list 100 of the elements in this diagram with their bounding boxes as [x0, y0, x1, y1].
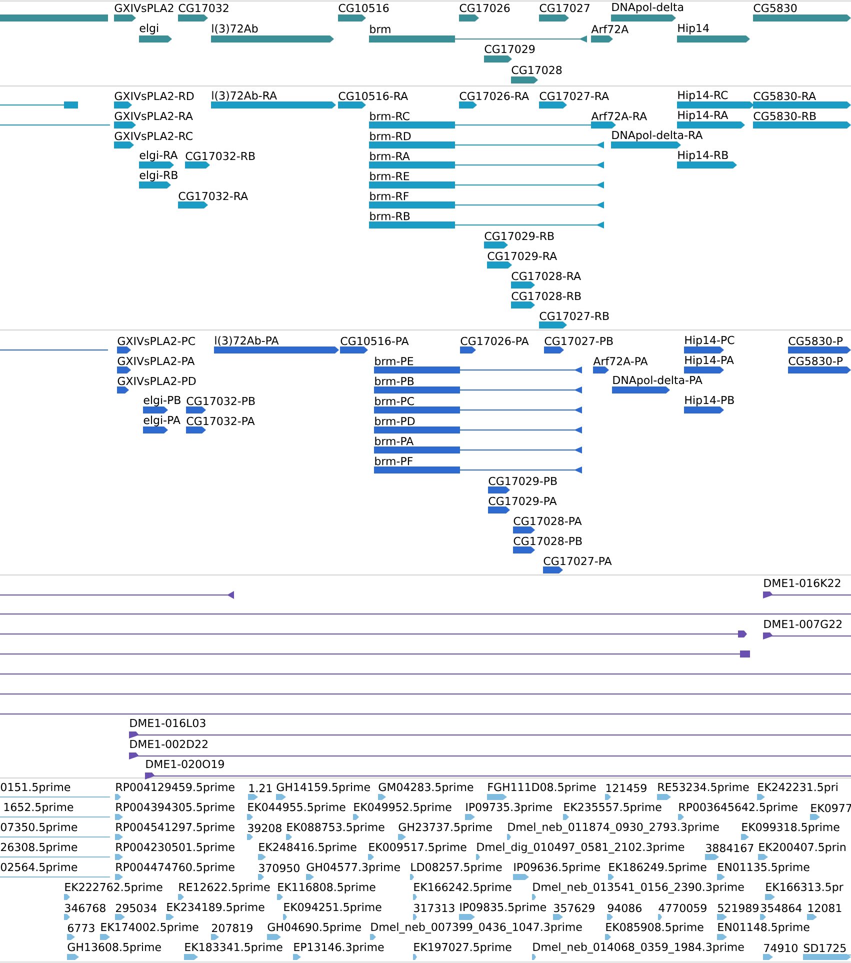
track-label: EK197027.5prime: [414, 942, 512, 954]
track-label: l(3)72Ab-RA: [212, 91, 277, 101]
track-label: RP004394305.5prime: [116, 802, 234, 814]
track-label: brm-PF: [375, 456, 413, 466]
track-label: GXIVsPLA2-RA: [114, 112, 193, 120]
track-label: Hip14-PA: [685, 356, 734, 366]
track-label: CG17028-RB: [512, 292, 581, 300]
track-label: CG17027-RB: [540, 312, 609, 320]
track-label: DNApol-delta-RA: [612, 130, 703, 142]
track-label: RP003645642.5prime: [679, 802, 798, 814]
track-label: EK234189.5prime: [167, 902, 264, 914]
track-label: CG5830-RB: [754, 112, 816, 120]
track-label: 295034: [116, 904, 157, 912]
track-label: EK116808.5prime: [278, 882, 376, 894]
track-label: EK174002.5prime: [101, 922, 198, 934]
track-label: elgi-RB: [140, 170, 178, 182]
track-label: Arf72A-PA: [593, 356, 648, 366]
track-label: brm-RB: [370, 212, 410, 220]
track-label: Dmel_neb_011874_0930_2793.3prime: [508, 822, 719, 834]
track-label: GXIVsPLA2-RC: [114, 132, 192, 140]
track-label: EK166242.5prime: [414, 882, 512, 894]
track-label: DNApol-delta-PA: [613, 376, 702, 386]
track-label: CG17029: [484, 44, 535, 54]
track-label: 207819: [212, 924, 252, 932]
track-label: CG17026: [460, 4, 510, 12]
track-label: Dmel_neb_007399_0436_1047.3prime: [371, 922, 582, 934]
track-label: EK222762.5prime: [65, 882, 162, 894]
track-label: CG17032-PA: [186, 416, 255, 426]
track-label: CG17026-RA: [460, 92, 529, 100]
track-label: elgi: [140, 24, 158, 34]
track-label: GXIVsPLA2-PD: [118, 376, 196, 386]
track-label: 07350.5prime: [0, 822, 78, 834]
track-label: brm-PD: [375, 416, 415, 426]
track-label: 1652.5prime: [4, 802, 74, 814]
track-label: EK088753.5prime: [287, 822, 384, 834]
track-label: Hip14-RB: [678, 150, 728, 162]
track-label: CG17032-RB: [186, 152, 255, 160]
track-label: Dmel_dig_010497_0581_2102.3prime: [477, 842, 684, 854]
track-label: Dmel_neb_014068_0359_1984.3prime: [533, 942, 744, 954]
track-label: DME1-016K22: [764, 578, 840, 588]
track-label: 354864: [761, 904, 802, 912]
track-label: brm-PA: [375, 436, 414, 446]
track-label: DME1-002D22: [130, 740, 208, 748]
track-label: EK009517.5prime: [369, 842, 466, 854]
track-label: GXIVsPLA2: [114, 4, 174, 12]
track-label: CG17028-PA: [514, 516, 582, 526]
track-label: FGH111D08.5prime: [488, 782, 596, 794]
track-label: 74910: [764, 944, 798, 952]
track-label: 1.21: [249, 784, 272, 792]
track-label: RP004230501.5prime: [116, 842, 234, 854]
track-label: CG5830-P: [788, 356, 843, 366]
track-label: Hip14-RC: [678, 90, 728, 102]
track-label: DME1-007G22: [764, 620, 842, 628]
track-label: RE53234.5prime: [658, 782, 749, 794]
track-label: Hip14: [678, 24, 709, 34]
track-label: IP09835.5prime: [460, 902, 546, 914]
track-label: Hip14-RA: [678, 110, 728, 122]
track-label: EK094251.5prime: [284, 902, 382, 914]
track-label: DME1-016L03: [130, 718, 206, 728]
track-label: elgi-PA: [144, 416, 180, 426]
track-label: RP004541297.5prime: [116, 822, 234, 834]
track-label: GM04283.5prime: [378, 782, 474, 794]
track-label: EP13146.3prime: [294, 942, 384, 954]
track-label: 521989: [718, 904, 758, 912]
track-label: RE12622.5prime: [179, 882, 270, 894]
track-label: CG17027-PB: [544, 336, 613, 346]
track-label: CG17029-RA: [488, 252, 557, 260]
track-label: brm-RF: [370, 192, 409, 200]
track-label: elgi-RA: [140, 150, 178, 162]
track-label: CG10516: [338, 4, 389, 12]
track-label: 26308.5prime: [1, 842, 78, 854]
track-label: GH13608.5prime: [68, 942, 161, 954]
track-label: CG17032-PB: [186, 396, 255, 406]
track-label: 6773: [68, 924, 94, 932]
track-label: GXIVsPLA2-RD: [114, 92, 194, 100]
track-label: CG17028: [512, 66, 562, 74]
track-label: 346768: [65, 904, 106, 912]
track-label: GXIVsPLA2-PA: [118, 356, 195, 366]
track-label: Hip14-PB: [685, 396, 734, 406]
track-label: 39208: [248, 824, 282, 832]
track-label: DME1-020O19: [146, 760, 224, 768]
track-label: CG10516-PA: [340, 336, 409, 346]
track-label: brm-PC: [375, 396, 414, 406]
track-label: GH04690.5prime: [268, 922, 361, 934]
track-label: CG17032-RA: [178, 192, 248, 200]
track-label: EK242231.5pri: [758, 782, 838, 794]
track-label: CG17029-PA: [488, 496, 557, 506]
track-label: 94086: [608, 904, 642, 912]
track-label: 370950: [259, 864, 300, 872]
track-label: LD08257.5prime: [411, 862, 502, 874]
track-label: EK166313.5pr: [766, 882, 844, 894]
track-label: EK0977: [811, 804, 851, 812]
track-label: 357629: [554, 904, 594, 912]
track-label: 121459: [606, 784, 646, 792]
track-label: IP09636.5prime: [514, 862, 600, 874]
track-label: RP004474760.5prime: [116, 862, 234, 874]
track-label: Arf72A: [591, 24, 629, 34]
track-label: elgi-PB: [144, 396, 180, 406]
track-label: 4770059: [658, 904, 706, 912]
track-label: EK085908.5prime: [606, 922, 704, 934]
